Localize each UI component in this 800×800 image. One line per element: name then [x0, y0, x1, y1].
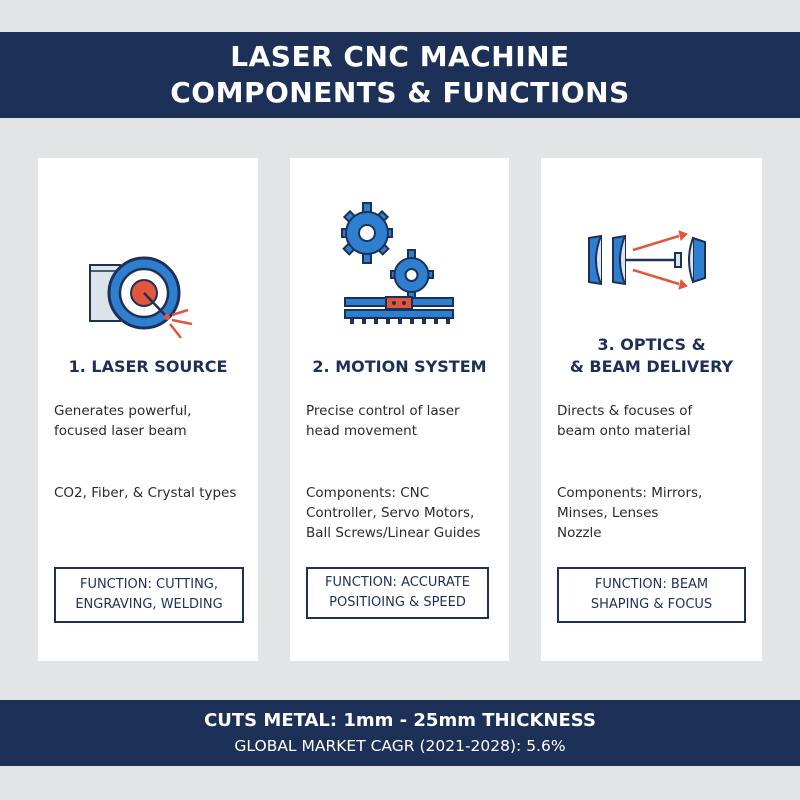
laser-source-details: CO2, Fiber, & Crystal types — [54, 483, 250, 503]
optics-details: Components: Mirrors, Minses, Lenses Nozz… — [557, 483, 754, 543]
optics-function-line: FUNCTION: BEAM — [594, 577, 709, 592]
optics-title-line: 3. OPTICS & — [597, 335, 706, 354]
motion-system-details-line: Controller, Servo Motors, — [306, 505, 475, 521]
motion-system-title: 2. MOTION SYSTEM — [312, 357, 487, 376]
motion-system-details-line: Components: CNC — [306, 485, 430, 501]
motion-system-description-line: Precise control of laser — [306, 403, 460, 419]
laser-source-description-line: Generates powerful, — [54, 403, 192, 419]
header-banner: LASER CNC MACHINE COMPONENTS & FUNCTIONS — [0, 32, 800, 118]
motion-system-details-line: Ball Screws/Linear Guides — [306, 525, 481, 541]
optics-description: Directs & focuses of beam onto material — [557, 401, 754, 441]
optics-function-box: FUNCTION: BEAM SHAPING & FOCUS — [557, 567, 746, 623]
optics-title-line: & BEAM DELIVERY — [569, 357, 734, 376]
motion-system-details: Components: CNC Controller, Servo Motors… — [306, 483, 501, 543]
optics-title: 3. OPTICS & & BEAM DELIVERY — [541, 334, 762, 378]
motion-system-description: Precise control of laser head movement — [306, 401, 501, 441]
laser-source-description-line: focused laser beam — [54, 423, 187, 439]
motion-system-function-line: POSITIOING & SPEED — [329, 595, 466, 610]
page-title-line-2: COMPONENTS & FUNCTIONS — [170, 76, 630, 109]
laser-source-function-line: FUNCTION: CUTTING, — [79, 577, 219, 592]
laser-source-title: 1. LASER SOURCE — [68, 357, 228, 376]
laser-source-function-box: FUNCTION: CUTTING, ENGRAVING, WELDING — [54, 567, 244, 623]
optics-description-line: Directs & focuses of — [557, 403, 693, 419]
optics-description-line: beam onto material — [557, 423, 691, 439]
laser-source-icon — [38, 198, 258, 338]
motion-system-function-box: FUNCTION: ACCURATE POSITIOING & SPEED — [306, 567, 489, 619]
laser-source-details-line: CO2, Fiber, & Crystal types — [54, 485, 237, 501]
market-cagr-stat: GLOBAL MARKET CAGR (2021-2028): 5.6% — [234, 737, 566, 755]
optics-details-line: Minses, Lenses — [557, 505, 659, 521]
gears-motion-icon — [290, 198, 509, 338]
motion-system-card: 2. MOTION SYSTEM Precise control of lase… — [290, 158, 509, 661]
thickness-stat: CUTS METAL: 1mm - 25mm THICKNESS — [204, 710, 596, 731]
laser-source-function-line: ENGRAVING, WELDING — [75, 597, 223, 612]
optics-details-line: Components: Mirrors, — [557, 485, 703, 501]
optics-details-line: Nozzle — [557, 525, 602, 541]
optics-function-line: SHAPING & FOCUS — [590, 597, 713, 612]
optics-card: 3. OPTICS & & BEAM DELIVERY Directs & fo… — [541, 158, 762, 661]
motion-system-description-line: head movement — [306, 423, 418, 439]
footer-banner: CUTS METAL: 1mm - 25mm THICKNESS GLOBAL … — [0, 700, 800, 766]
page-title-line-1: LASER CNC MACHINE — [230, 40, 570, 73]
laser-source-description: Generates powerful, focused laser beam — [54, 401, 250, 441]
laser-source-card: 1. LASER SOURCE Generates powerful, focu… — [38, 158, 258, 661]
motion-system-function-line: FUNCTION: ACCURATE — [325, 575, 470, 590]
optics-lens-icon — [541, 198, 762, 338]
